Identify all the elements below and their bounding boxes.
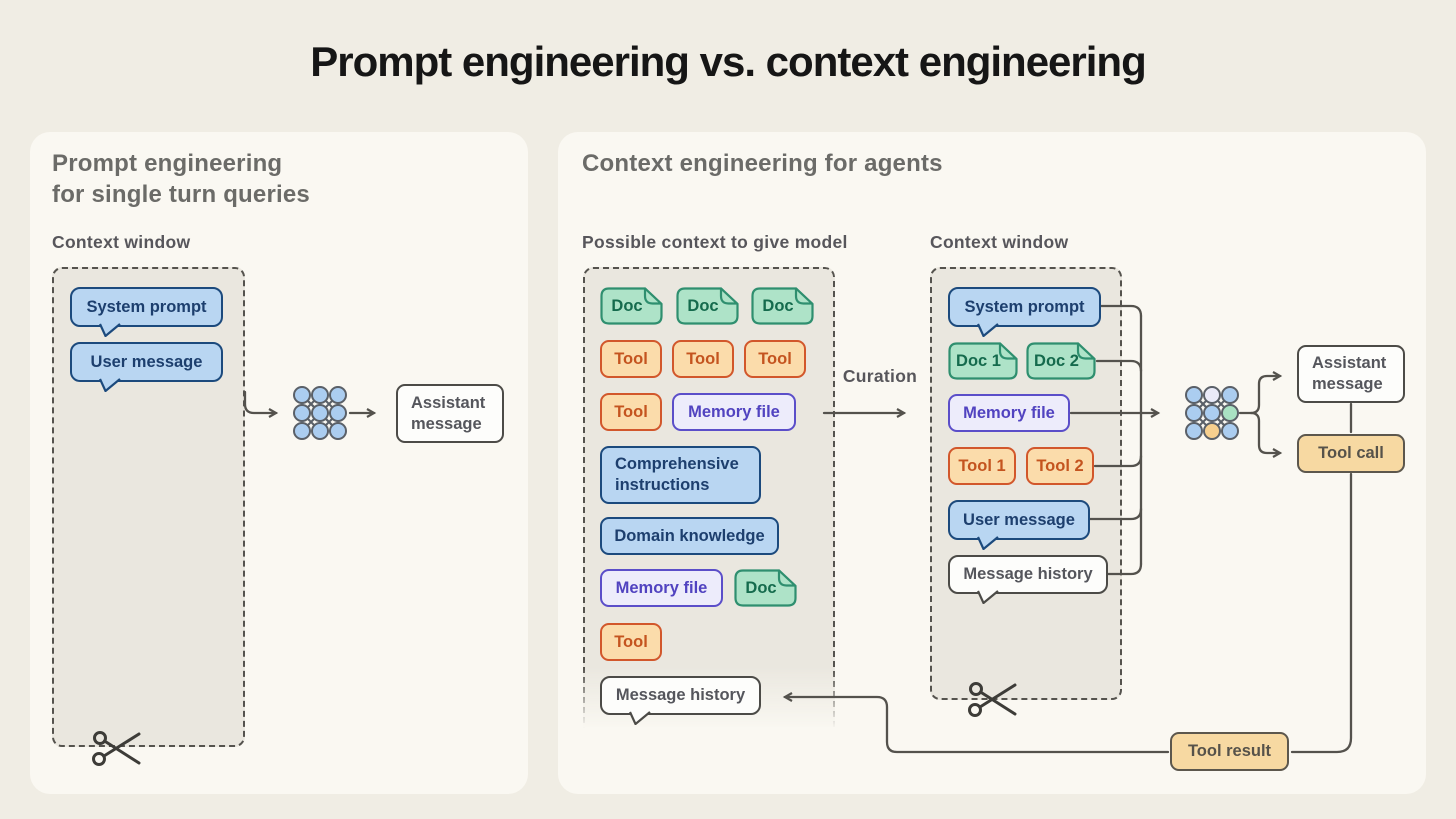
- document-icon: [948, 342, 1018, 380]
- doc-label: Doc: [745, 578, 777, 597]
- user-message-bubble: User message: [70, 342, 223, 392]
- system-prompt-label: System prompt: [964, 297, 1085, 316]
- memory-file-card: Memory file: [600, 569, 723, 607]
- tool-call-label: Tool call: [1318, 444, 1384, 462]
- right-context-window-zone: [930, 267, 1122, 700]
- document-icon: [734, 569, 797, 607]
- right-panel-heading: Context engineering for agents: [582, 150, 943, 177]
- curation-label: Curation: [842, 366, 918, 386]
- tool-card: Tool: [600, 340, 662, 378]
- document-icon: [676, 287, 739, 325]
- doc-label: Doc: [611, 296, 643, 315]
- bubble-tail-icon: [629, 710, 651, 725]
- doc-card: Doc 2: [1026, 342, 1096, 380]
- doc-card: Doc: [751, 287, 814, 325]
- comprehensive-instructions-label: Comprehensive instructions: [615, 455, 739, 494]
- memory-file-label: Memory file: [615, 578, 708, 597]
- left-panel-heading: Prompt engineering for single turn queri…: [52, 148, 310, 210]
- domain-knowledge-card: Domain knowledge: [600, 517, 779, 555]
- bubble-tail-icon: [99, 322, 121, 337]
- system-prompt-bubble: System prompt: [70, 287, 223, 337]
- tool-label: Tool: [686, 349, 720, 368]
- tool-card: Tool: [744, 340, 806, 378]
- doc-card: Doc: [734, 569, 797, 607]
- system-prompt-bubble: System prompt: [948, 287, 1101, 337]
- tool-call-box: Tool call: [1297, 434, 1405, 473]
- message-history-label: Message history: [963, 565, 1093, 583]
- user-message-label: User message: [963, 510, 1075, 529]
- doc-label: Doc 1: [956, 351, 1001, 370]
- message-history-bubble: Message history: [600, 676, 761, 725]
- tool-card: Tool: [600, 623, 662, 661]
- tool-card: Tool 1: [948, 447, 1016, 485]
- bubble-tail-icon: [977, 535, 999, 550]
- memory-file-card: Memory file: [672, 393, 796, 431]
- tool-label: Tool: [758, 349, 792, 368]
- neural-network-icon: [293, 386, 347, 440]
- assistant-message-label: Assistant message: [411, 393, 486, 433]
- left-heading-line1: Prompt engineering: [52, 150, 283, 177]
- user-message-label: User message: [90, 352, 203, 371]
- document-icon: [751, 287, 814, 325]
- assistant-message-box: Assistant message: [1297, 345, 1405, 403]
- possible-context-label: Possible context to give model: [582, 232, 848, 252]
- doc-label: Doc: [687, 296, 719, 315]
- memory-file-label: Memory file: [963, 403, 1055, 422]
- domain-knowledge-label: Domain knowledge: [614, 526, 765, 545]
- tool-label: Tool: [614, 349, 648, 368]
- right-context-window-label: Context window: [930, 232, 1069, 252]
- left-context-window-zone: [52, 267, 245, 747]
- message-history-bubble: Message history: [948, 555, 1108, 604]
- tool-label: Tool: [614, 402, 648, 421]
- tool-label: Tool 2: [1036, 456, 1084, 475]
- document-icon: [1026, 342, 1096, 380]
- memory-file-card: Memory file: [948, 394, 1070, 432]
- tool-card: Tool: [600, 393, 662, 431]
- doc-card: Doc: [676, 287, 739, 325]
- bubble-tail-icon: [99, 377, 121, 392]
- tool-result-label: Tool result: [1187, 742, 1272, 760]
- left-context-window-label: Context window: [52, 232, 191, 252]
- memory-file-label: Memory file: [688, 402, 780, 421]
- neural-network-icon: [1185, 386, 1239, 440]
- tool-card: Tool: [672, 340, 734, 378]
- message-history-label: Message history: [615, 686, 746, 704]
- tool-label: Tool: [614, 632, 648, 651]
- document-icon: [600, 287, 663, 325]
- doc-card: Doc 1: [948, 342, 1018, 380]
- page-title: Prompt engineering vs. context engineeri…: [310, 38, 1147, 85]
- left-heading-line2: for single turn queries: [52, 181, 310, 208]
- system-prompt-label: System prompt: [86, 297, 207, 316]
- comprehensive-instructions-card: Comprehensive instructions: [600, 446, 761, 504]
- bubble-tail-icon: [977, 589, 999, 604]
- user-message-bubble: User message: [948, 500, 1090, 550]
- assistant-message-box: Assistant message: [396, 384, 504, 443]
- tool-label: Tool 1: [958, 456, 1006, 475]
- doc-label: Doc: [762, 296, 794, 315]
- assistant-message-label: Assistant message: [1312, 354, 1387, 393]
- bubble-tail-icon: [977, 322, 999, 337]
- doc-label: Doc 2: [1034, 351, 1079, 370]
- tool-result-box: Tool result: [1170, 732, 1289, 771]
- tool-card: Tool 2: [1026, 447, 1094, 485]
- doc-card: Doc: [600, 287, 663, 325]
